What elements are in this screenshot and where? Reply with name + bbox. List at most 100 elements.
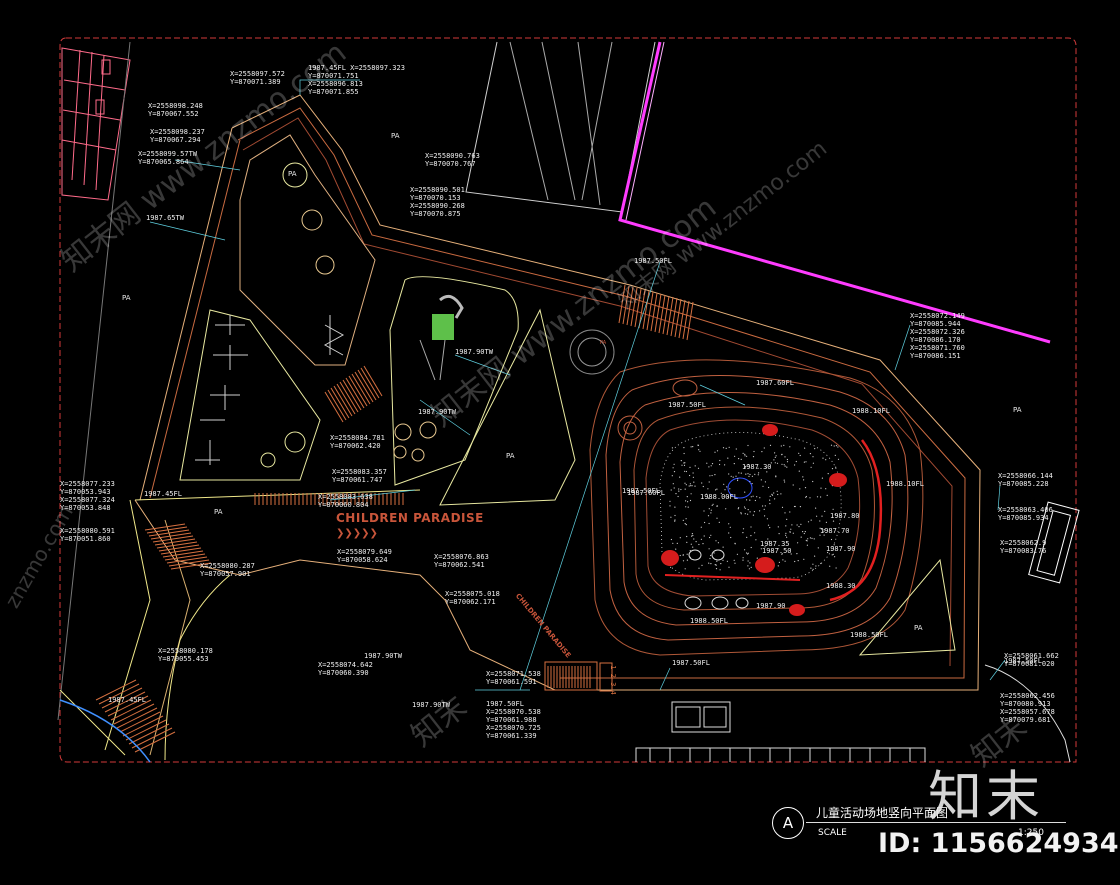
coordinate-label: 1987.30 [742,463,772,471]
speckle-dot [786,458,789,461]
speckle-dot [812,462,815,464]
speckle-dot [767,524,770,526]
drawing-title: 儿童活动场地竖向平面图 [816,806,949,820]
step-line [630,287,638,327]
coordinate-label: 1988.10FL [852,407,890,415]
speckle-dot [728,473,730,475]
speckle-dot [824,510,826,512]
speckle-dot [682,560,685,562]
coordinate-label: 1987.45FL X=2558097.323 Y=870071.751 X=2… [308,64,405,96]
speckle-dot [807,538,809,540]
speckle-dot [754,532,756,534]
speckle-dot [685,500,687,502]
left-building [61,47,131,201]
step-line [626,286,634,326]
speckle-dot [738,472,740,474]
coordinate-label: X=2558080.178 Y=870055.453 [158,647,213,663]
speckle-dot [789,511,791,513]
coordinate-label: 1987.50FL [1004,657,1042,665]
speckle-dot [747,553,749,555]
speckle-dot [752,495,754,497]
speckle-dot [749,511,751,513]
playground-structure [419,294,464,381]
speckle-dot [704,521,706,524]
coordinate-label: X=2558098.248 Y=870067.552 [148,102,203,118]
speckle-dot [697,444,700,446]
coordinate-label: X=2558080.287 Y=870057.901 [200,562,255,578]
speckle-dot [820,496,822,498]
speckle-dot [816,515,818,517]
coordinate-label: 1988.50FL [850,631,888,639]
speckle-dot [712,503,714,505]
speckle-dot [829,565,831,567]
north-building [465,41,1051,344]
step-line [351,373,371,405]
speckle-dot [683,452,685,455]
speckle-dot [796,524,798,526]
speckle-dot [762,485,764,487]
speckle-dot [715,540,717,542]
speckle-dot [720,563,722,565]
speckle-dot [753,511,756,513]
speckle-dot [711,463,714,465]
speckle-dot [751,475,754,477]
step-line [357,369,377,401]
step-line [162,550,204,558]
central-court [589,359,924,656]
coordinate-label: 1987.80 [830,512,860,520]
speckle-dot [684,482,686,484]
paths [59,94,981,761]
speckle-dot [794,505,796,508]
speckle-dot [775,476,777,478]
speckle-dot [774,456,776,458]
speckle-dot [701,482,703,484]
speckle-dot [737,479,739,482]
speckle-dot [821,477,824,479]
speckle-dot [802,531,804,533]
speckle-dot [716,517,718,519]
speckle-dot [740,513,742,515]
speckle-dot [692,472,694,474]
speckle-dot [774,462,776,464]
speckle-dot [819,534,821,536]
speckle-dot [725,508,727,510]
speckle-dot [805,496,807,498]
ramp-numbers: 1 2 3 4 [608,665,617,695]
speckle-dot [734,542,736,544]
speckle-dot [714,474,716,476]
step-line [119,711,161,733]
speckle-dot [756,496,758,498]
speckle-dot [715,564,717,566]
speckle-dot [723,483,725,485]
coordinate-label: X=2558097.572 Y=870071.389 [230,70,285,86]
speckle-dot [706,493,708,495]
step-line [662,295,670,335]
speckle-dot [722,447,725,449]
speckle-dot [811,537,813,540]
speckle-dot [674,506,676,508]
speckle-dot [771,493,773,495]
step-line [107,695,149,717]
speckle-dot [710,554,712,557]
speckle-dot [806,544,809,546]
step-line [170,562,212,570]
speckle-dot [768,540,770,543]
speckle-dot [682,554,684,556]
speckle-dot [815,507,817,509]
speckle-dot [827,473,829,475]
speckle-dot [812,563,814,565]
speckle-dot [762,505,764,507]
speckle-dot [750,496,752,498]
coordinate-label: 1987.35 [760,540,790,548]
coordinate-label: 1988.30 [826,582,856,590]
coordinate-label: X=2558077.233 Y=870053.943 X=2558077.324… [60,480,115,512]
step-line [154,538,196,546]
speckle-dot [700,538,703,540]
speckle-dot [675,493,677,495]
step-line [104,691,146,713]
speckle-dot [803,461,806,463]
speckle-dot [698,567,700,569]
step-line [122,715,164,737]
speckle-dot [690,485,692,487]
